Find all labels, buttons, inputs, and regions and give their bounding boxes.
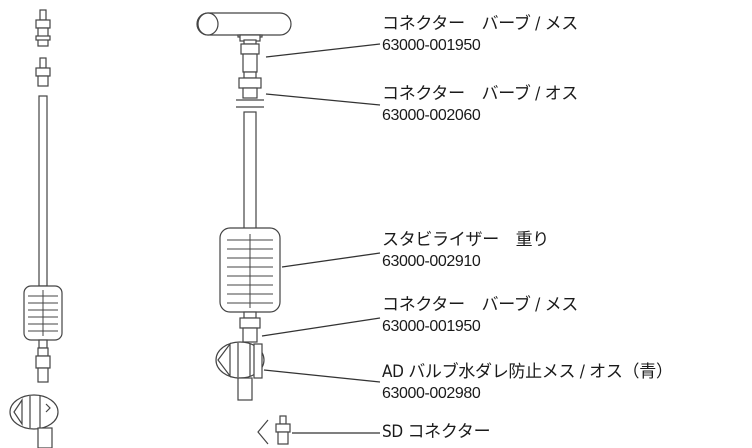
- callout-3-part-no: 63000-002910: [382, 253, 481, 270]
- leader-line-4: [261, 317, 381, 337]
- callout-2: コネクター バーブ / オス 63000-002060: [382, 84, 578, 126]
- callout-1-part-no: 63000-001950: [382, 37, 481, 54]
- leader-line-1: [265, 43, 381, 58]
- callout-4-name: コネクター バーブ / メス: [382, 295, 578, 315]
- leader-line-3: [281, 252, 381, 268]
- callout-1-name: コネクター バーブ / メス: [382, 14, 578, 34]
- leader-line-2: [265, 93, 381, 106]
- callout-1: コネクター バーブ / メス 63000-001950: [382, 14, 578, 56]
- callout-6: SD コネクター: [382, 422, 491, 443]
- callout-3: スタビライザー 重り 63000-002910: [382, 230, 549, 272]
- callout-5: AD バルブ水ダレ防止メス / オス（青） 63000-002980: [382, 362, 673, 404]
- callout-2-part-no: 63000-002060: [382, 107, 481, 124]
- callout-2-name: コネクター バーブ / オス: [382, 84, 578, 104]
- callout-3-name: スタビライザー 重り: [382, 230, 549, 250]
- leader-lines: [261, 43, 381, 434]
- callout-5-name: AD バルブ水ダレ防止メス / オス（青）: [382, 362, 673, 382]
- callout-4: コネクター バーブ / メス 63000-001950: [382, 295, 578, 337]
- callout-6-name: SD コネクター: [382, 422, 491, 442]
- exploded-view: [196, 12, 292, 445]
- assembled-view: [9, 9, 63, 448]
- leader-line-5: [263, 369, 381, 383]
- callout-5-part-no: 63000-002980: [382, 385, 481, 402]
- callout-4-part-no: 63000-001950: [382, 318, 481, 335]
